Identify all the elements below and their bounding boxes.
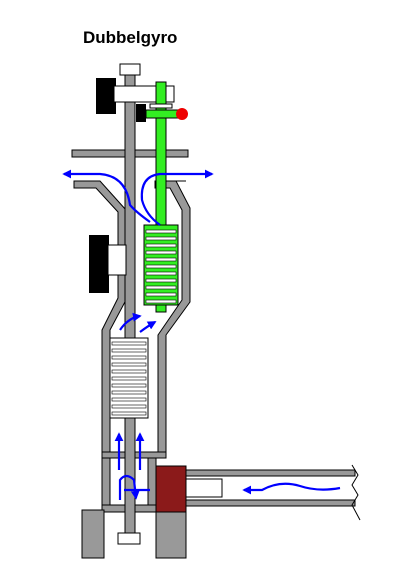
side-handle-mid (136, 104, 146, 122)
valve-bar (185, 478, 223, 498)
lower-fin (111, 341, 147, 346)
lower-fin (111, 390, 147, 395)
upper-fin (145, 278, 177, 283)
inlet-pipe-top (179, 469, 356, 477)
upper-fin (145, 229, 177, 234)
central-shaft (124, 65, 136, 543)
shaft-top-cap (119, 63, 141, 76)
shaft-bottom-cap (117, 532, 141, 545)
inner-shaft (155, 81, 167, 313)
lower-fin (111, 376, 147, 381)
pipe-break-line (351, 464, 361, 521)
green-arm (145, 109, 181, 119)
lower-chamber-right (147, 451, 157, 513)
base-foot-left (81, 509, 105, 559)
upper-fin (145, 292, 177, 297)
lower-fin (111, 348, 147, 353)
side-handle-left (89, 235, 109, 293)
upper-fin (145, 299, 177, 304)
lower-fin (111, 355, 147, 360)
inlet-pipe-bottom (179, 499, 356, 507)
steam-flow-arrows (62, 169, 341, 500)
green-cap (149, 103, 173, 109)
lower-fin (111, 404, 147, 409)
side-bearing-frame (107, 244, 127, 276)
lower-fin (111, 369, 147, 374)
upper-fin (145, 271, 177, 276)
red-knob (176, 108, 188, 120)
upper-fin (145, 257, 177, 262)
upper-fin (145, 236, 177, 241)
top-handle (96, 78, 116, 114)
diagram-title: Dubbelgyro (83, 28, 178, 47)
inlet-valve (155, 465, 187, 513)
upper-fin (145, 264, 177, 269)
lower-rotor-blades (109, 337, 149, 419)
lower-fin (111, 411, 147, 416)
upper-fin (145, 285, 177, 290)
lower-fin (111, 383, 147, 388)
lower-fin (111, 362, 147, 367)
upper-fin (145, 250, 177, 255)
lower-fin (111, 397, 147, 402)
base-foot-right (155, 509, 187, 559)
upper-rotor-blades (143, 224, 179, 306)
lower-chamber-left (101, 451, 111, 513)
upper-fin (145, 243, 177, 248)
